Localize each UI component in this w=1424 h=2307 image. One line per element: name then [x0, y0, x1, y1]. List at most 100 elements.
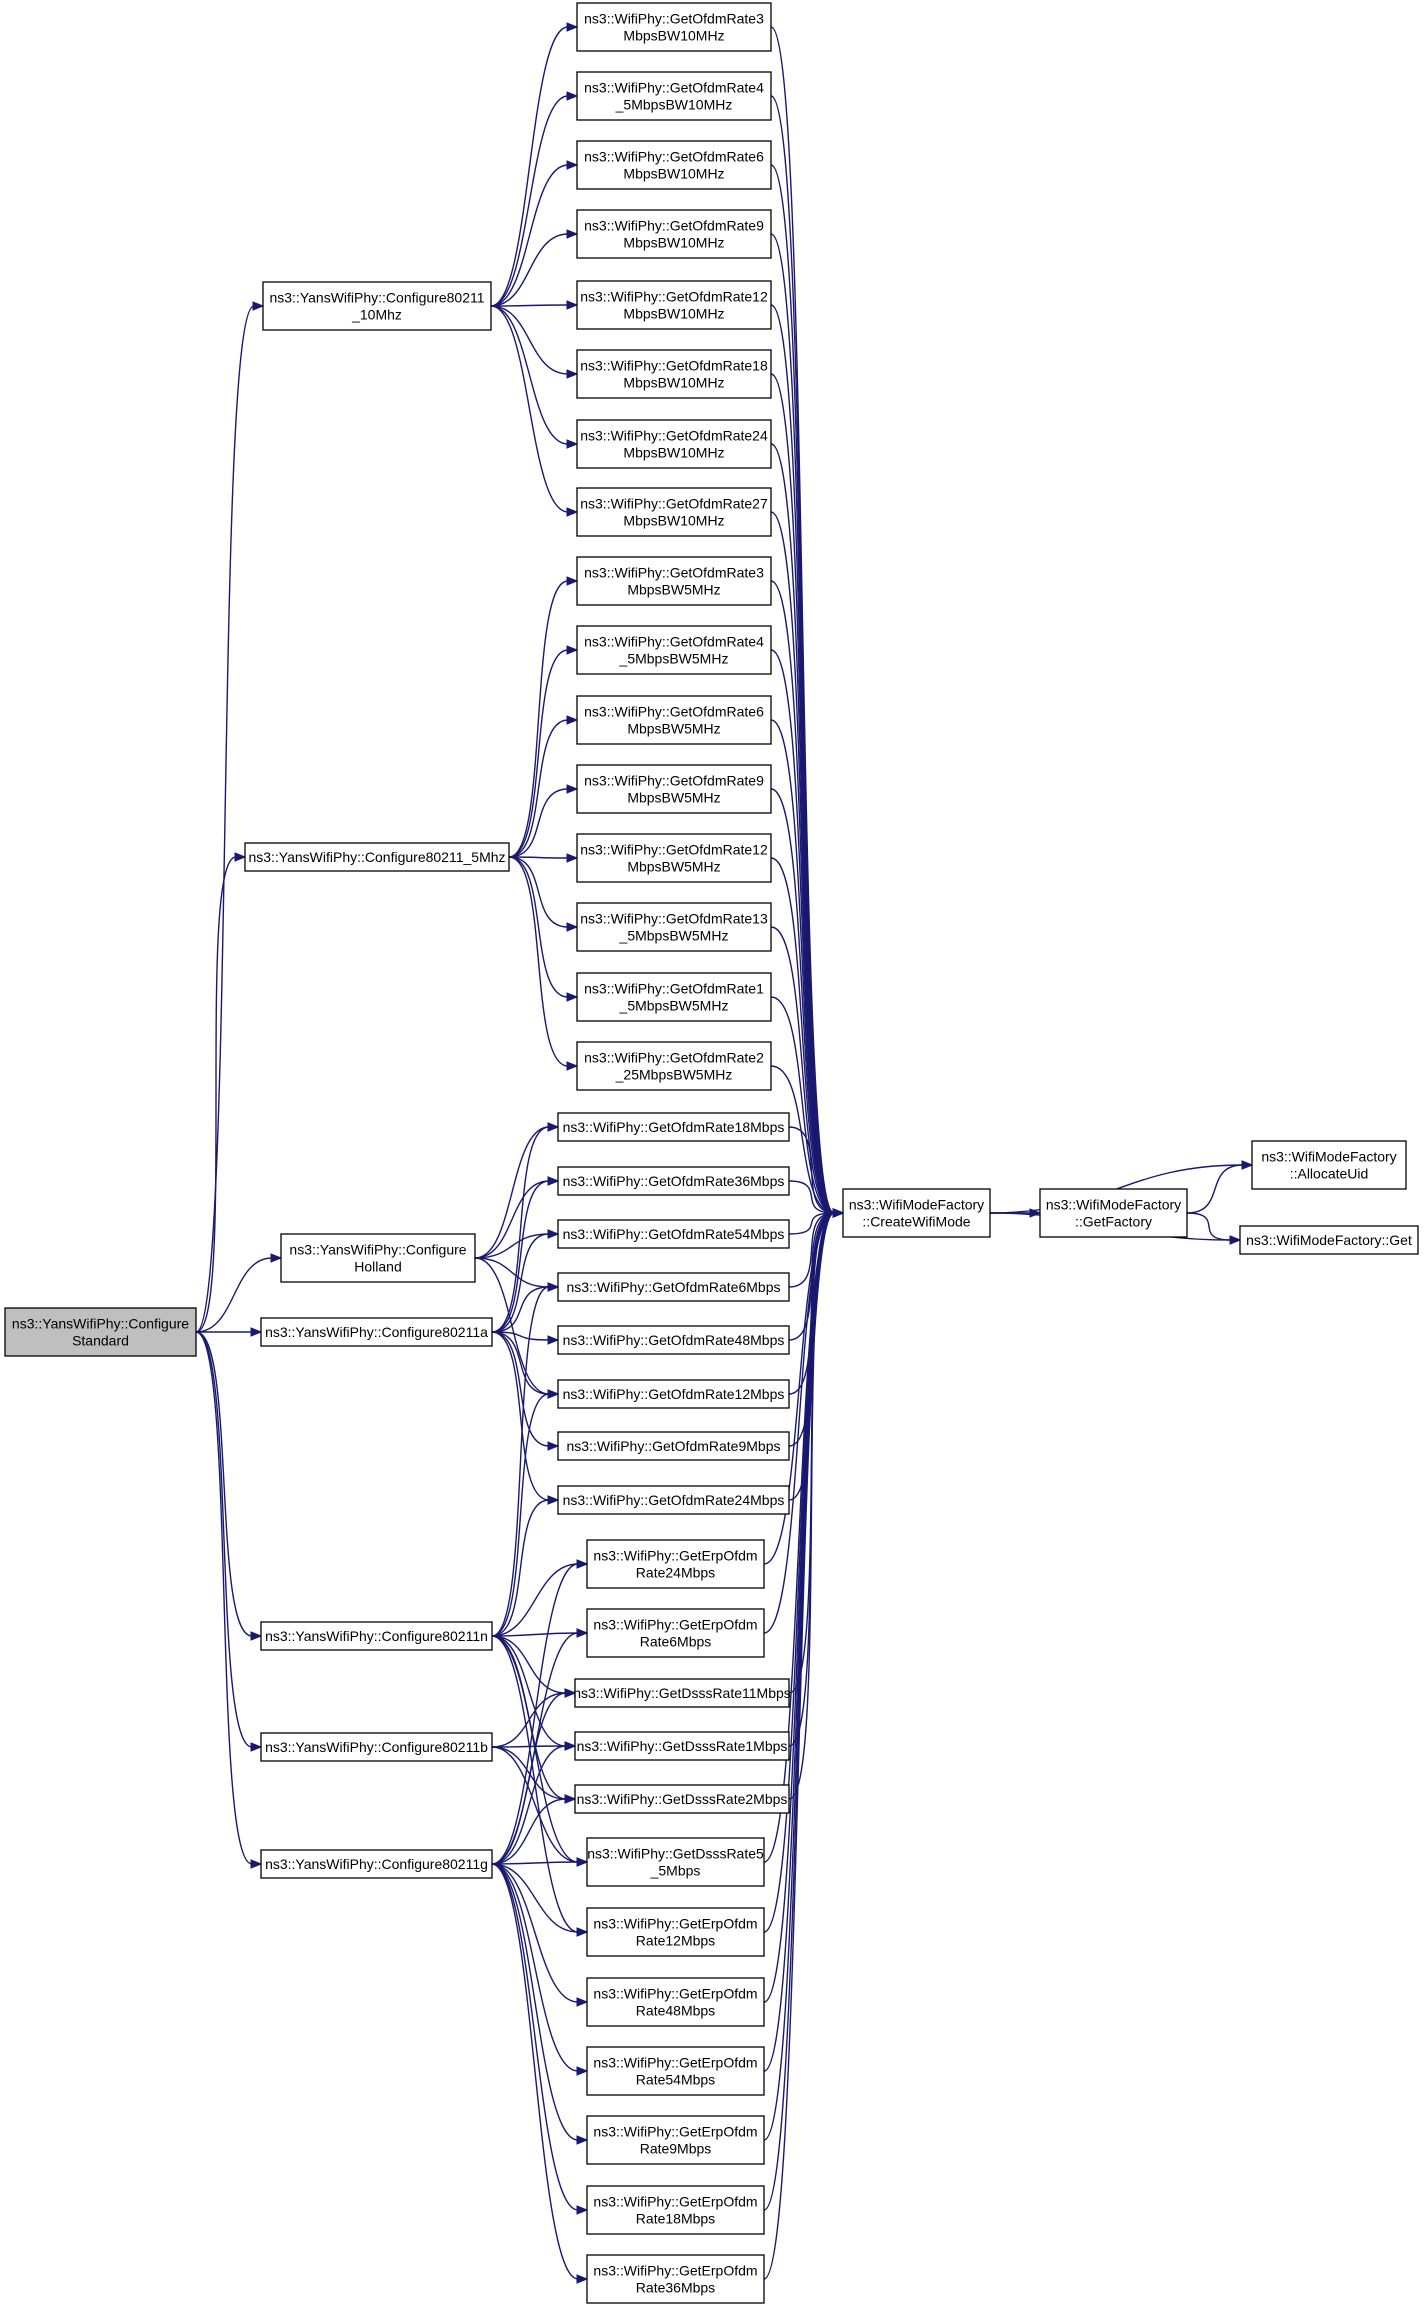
arrowhead — [1229, 1235, 1242, 1245]
edge-c10-to-r10_24 — [490, 305, 569, 445]
node-o18[interactable]: ns3::WifiPhy::GetOfdmRate18Mbps — [557, 1112, 790, 1142]
node-box — [574, 1731, 790, 1761]
node-box — [576, 140, 772, 190]
node-o48[interactable]: ns3::WifiPhy::GetOfdmRate48Mbps — [557, 1325, 790, 1355]
node-r10_4_5[interactable]: ns3::WifiPhy::GetOfdmRate4_5MbpsBW10MHz — [576, 71, 772, 121]
node-o6[interactable]: ns3::WifiPhy::GetOfdmRate6Mbps — [557, 1272, 790, 1302]
node-box — [557, 1219, 790, 1249]
edge-c10-to-r10_9 — [490, 233, 569, 307]
node-o24[interactable]: ns3::WifiPhy::GetOfdmRate24Mbps — [557, 1485, 790, 1515]
node-label: _5MbpsBW5MHz — [619, 651, 729, 667]
edge-holland-to-o18 — [474, 1126, 550, 1259]
edge-cn-to-o12 — [491, 1393, 550, 1637]
node-label: Rate54Mbps — [636, 2072, 715, 2088]
node-o36[interactable]: ns3::WifiPhy::GetOfdmRate36Mbps — [557, 1166, 790, 1196]
edge-cb-to-d2 — [491, 1746, 567, 1800]
node-r5_2_25[interactable]: ns3::WifiPhy::GetOfdmRate2_25MbpsBW5MHz — [576, 1041, 772, 1091]
arrowhead — [564, 1741, 577, 1751]
node-cg[interactable]: ns3::YansWifiPhy::Configure80211g — [260, 1849, 493, 1879]
node-box — [576, 419, 772, 469]
node-r5_4_5[interactable]: ns3::WifiPhy::GetOfdmRate4_5MbpsBW5MHz — [576, 625, 772, 675]
nodes-layer: ns3::YansWifiPhy::ConfigureStandardns3::… — [4, 2, 1419, 2304]
node-label: ns3::WifiPhy::GetOfdmRate48Mbps — [563, 1332, 785, 1348]
node-label: ns3::YansWifiPhy::Configure — [12, 1316, 189, 1332]
node-getFactory[interactable]: ns3::WifiModeFactory::GetFactory — [1039, 1188, 1188, 1238]
edge-holland-to-o6 — [474, 1257, 550, 1288]
arrowhead — [566, 853, 579, 863]
node-label: ns3::WifiPhy::GetOfdmRate12Mbps — [563, 1386, 785, 1402]
edge-cb-to-d1 — [491, 1745, 567, 1748]
node-label: ns3::WifiPhy::GetOfdmRate4 — [584, 634, 764, 650]
edge-c5-to-r5_3 — [508, 580, 569, 858]
edge-c5-to-r5_1_5 — [508, 856, 569, 998]
node-cb[interactable]: ns3::YansWifiPhy::Configure80211b — [260, 1732, 493, 1762]
node-ca[interactable]: ns3::YansWifiPhy::Configure80211a — [260, 1317, 493, 1347]
node-label: ns3::WifiModeFactory::Get — [1246, 1232, 1412, 1248]
node-cn[interactable]: ns3::YansWifiPhy::Configure80211n — [260, 1621, 493, 1651]
node-r5_13_5[interactable]: ns3::WifiPhy::GetOfdmRate13_5MbpsBW5MHz — [576, 902, 772, 952]
node-o9[interactable]: ns3::WifiPhy::GetOfdmRate9Mbps — [557, 1431, 790, 1461]
node-box — [586, 2185, 765, 2235]
node-label: ns3::WifiPhy::GetOfdmRate12 — [580, 289, 768, 305]
node-d11[interactable]: ns3::WifiPhy::GetDsssRate11Mbps — [573, 1678, 791, 1708]
arrowhead — [234, 852, 247, 862]
edge-configureStandard-to-cn — [195, 1331, 253, 1637]
edge-ca-to-o54 — [491, 1233, 550, 1333]
node-label: ::CreateWifiMode — [862, 1214, 970, 1230]
node-box — [4, 1307, 197, 1357]
node-o54[interactable]: ns3::WifiPhy::GetOfdmRate54Mbps — [557, 1219, 790, 1249]
edge-cg-to-d1 — [491, 1745, 567, 1865]
node-label: MbpsBW10MHz — [623, 235, 724, 251]
node-d5_5[interactable]: ns3::WifiPhy::GetDsssRate5_5Mbps — [586, 1837, 765, 1887]
node-c5[interactable]: ns3::YansWifiPhy::Configure80211_5Mhz — [244, 842, 510, 872]
node-label: _5MbpsBW5MHz — [619, 998, 729, 1014]
arrowhead — [547, 1229, 560, 1239]
node-label: ns3::WifiPhy::GetOfdmRate3 — [584, 565, 764, 581]
node-box — [260, 1849, 493, 1879]
node-label: ns3::WifiModeFactory — [1261, 1149, 1396, 1165]
node-o12[interactable]: ns3::WifiPhy::GetOfdmRate12Mbps — [557, 1379, 790, 1409]
node-label: Rate12Mbps — [636, 1933, 715, 1949]
node-box — [576, 556, 772, 606]
node-label: ns3::WifiPhy::GetOfdmRate18 — [580, 358, 768, 374]
node-allocateUid[interactable]: ns3::WifiModeFactory::AllocateUid — [1251, 1140, 1407, 1190]
edge-r5_6-to-create — [770, 719, 835, 1214]
node-create[interactable]: ns3::WifiModeFactory::CreateWifiMode — [842, 1188, 991, 1238]
node-label: ns3::WifiPhy::GetOfdmRate36Mbps — [563, 1173, 785, 1189]
node-c10[interactable]: ns3::YansWifiPhy::Configure80211_10Mhz — [262, 281, 492, 331]
edge-o6-to-create — [788, 1212, 835, 1288]
node-box — [576, 764, 772, 814]
node-d1[interactable]: ns3::WifiPhy::GetDsssRate1Mbps — [574, 1731, 790, 1761]
node-label: _5MbpsBW5MHz — [619, 928, 729, 944]
arrowhead — [566, 369, 579, 379]
node-box — [574, 1678, 790, 1708]
node-r5_1_5[interactable]: ns3::WifiPhy::GetOfdmRate1_5MbpsBW5MHz — [576, 972, 772, 1022]
edge-o12-to-create — [788, 1212, 835, 1395]
node-label: ns3::WifiPhy::GetOfdmRate9 — [584, 218, 764, 234]
node-d2[interactable]: ns3::WifiPhy::GetDsssRate2Mbps — [574, 1784, 790, 1814]
edge-r5_9-to-create — [770, 788, 835, 1214]
node-get[interactable]: ns3::WifiModeFactory::Get — [1239, 1225, 1419, 1255]
node-box — [842, 1188, 991, 1238]
